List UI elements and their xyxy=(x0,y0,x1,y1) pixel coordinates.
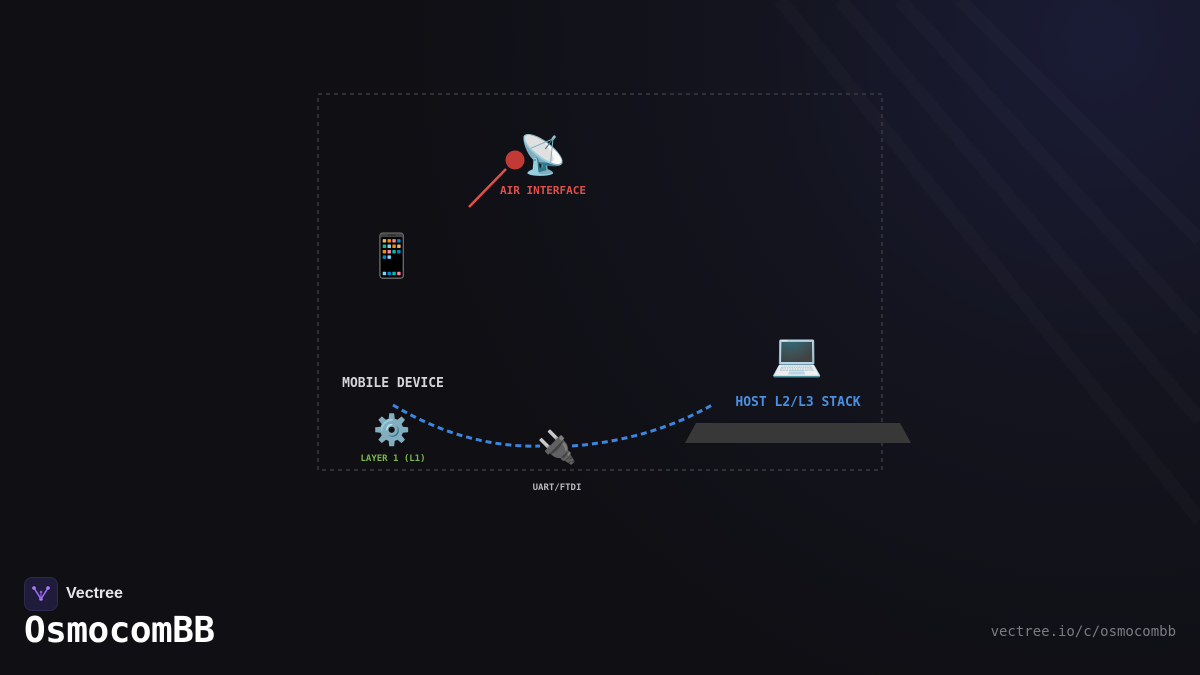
page-url[interactable]: vectree.io/c/osmocombb xyxy=(990,624,1176,640)
page-title: OsmocomBB xyxy=(24,610,215,651)
air-interface-label: AIR INTERFACE xyxy=(500,184,586,197)
antenna-icon: 📡 xyxy=(519,131,566,177)
layer1-label: LAYER 1 (L1) xyxy=(360,454,425,464)
plug-icon: 🔌 xyxy=(537,428,577,466)
diagram-frame xyxy=(317,93,883,471)
laptop-icon: 💻 xyxy=(771,330,823,379)
air-interface-node xyxy=(505,150,525,170)
brand: Vectree xyxy=(24,577,123,611)
brand-name: Vectree xyxy=(66,585,123,602)
vectree-logo-icon xyxy=(24,577,58,611)
phone-icon: 📱 xyxy=(366,231,418,280)
host-platform xyxy=(685,423,911,443)
gear-icon: ⚙️ xyxy=(373,412,410,448)
uart-link-right xyxy=(571,403,713,448)
air-interface-link xyxy=(468,168,507,208)
uart-link-left xyxy=(392,403,541,448)
uart-label: UART/FTDI xyxy=(533,483,582,493)
mobile-device-label: MOBILE DEVICE xyxy=(342,376,444,391)
host-stack-label: HOST L2/L3 STACK xyxy=(735,395,860,410)
